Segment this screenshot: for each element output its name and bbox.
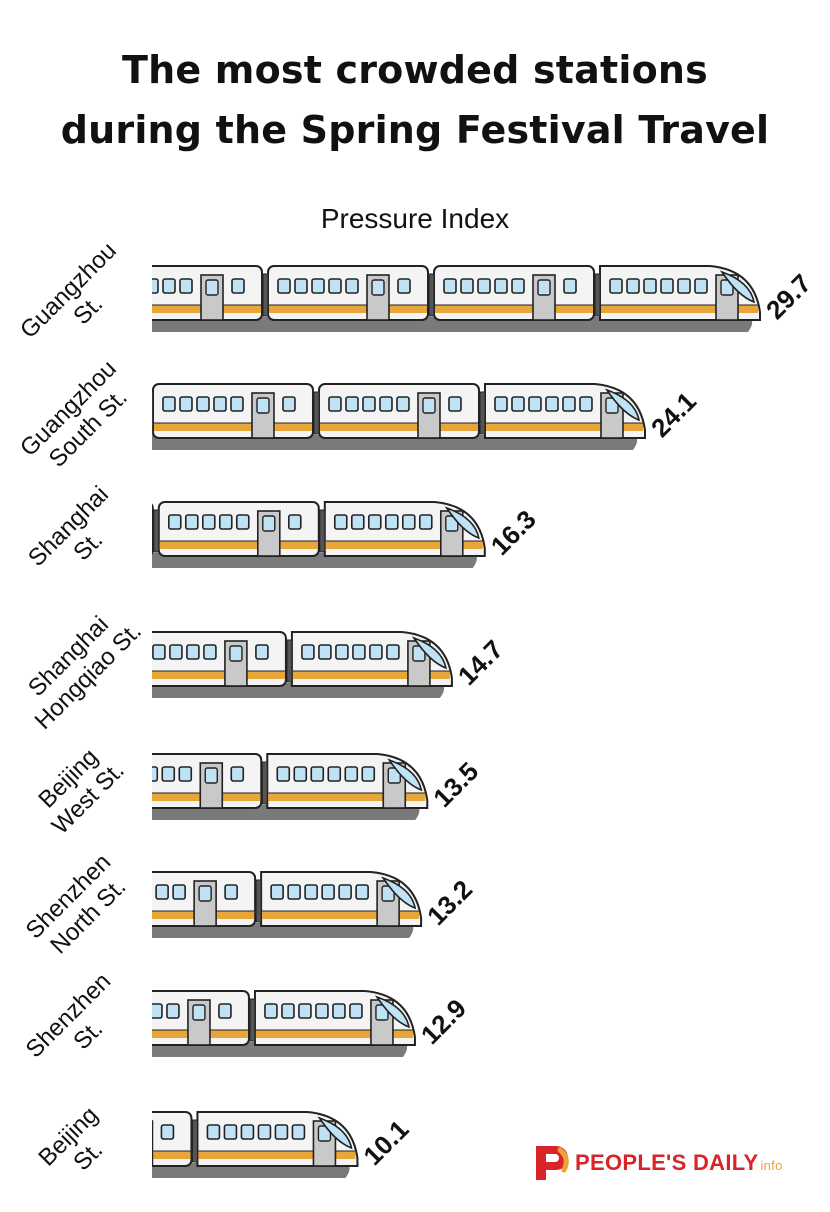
train-front-car bbox=[479, 383, 646, 439]
bars-group: 29.7 GuangzhouSt. 24.1 GuangzhouSouth St. 16… bbox=[0, 237, 817, 1191]
train-car bbox=[152, 753, 263, 809]
category-label: BeijingSt. bbox=[33, 1101, 123, 1191]
bar bbox=[152, 990, 416, 1057]
train-front-car bbox=[319, 501, 486, 557]
value-label: 14.7 bbox=[452, 634, 509, 691]
category-label: ShenzhenNorth St. bbox=[21, 849, 136, 964]
train-front-car bbox=[191, 1111, 359, 1167]
value-label: 13.5 bbox=[427, 756, 484, 813]
train-car bbox=[313, 383, 480, 439]
category-label: ShenzhenSt. bbox=[21, 968, 136, 1083]
train-car bbox=[152, 631, 287, 687]
category-label: BeijingWest St. bbox=[27, 737, 130, 840]
logo-text: PEOPLE'S DAILY bbox=[575, 1150, 759, 1175]
train-car bbox=[152, 871, 257, 927]
chart-title-line-1: The most crowded stations bbox=[122, 48, 708, 92]
value-label: 10.1 bbox=[357, 1114, 414, 1171]
chart-title: The most crowded stations during the Spr… bbox=[0, 40, 830, 160]
value-label: 24.1 bbox=[645, 386, 702, 443]
train-car bbox=[153, 501, 320, 557]
train-front-car bbox=[255, 871, 423, 927]
category-label: GuangzhouSouth St. bbox=[15, 355, 142, 482]
bar bbox=[0, 1111, 359, 1178]
bar bbox=[152, 383, 646, 450]
category-label: ShanghaiSt. bbox=[23, 481, 134, 592]
bar bbox=[152, 265, 761, 332]
peoples-daily-logo-icon bbox=[536, 1146, 569, 1180]
value-label: 13.2 bbox=[421, 874, 478, 931]
bar bbox=[152, 501, 486, 568]
train-front-car bbox=[249, 990, 416, 1046]
train-car bbox=[152, 503, 154, 555]
train-car bbox=[428, 265, 595, 321]
value-label: 16.3 bbox=[485, 504, 542, 561]
x-axis-label: Pressure Index bbox=[321, 203, 509, 234]
train-car bbox=[152, 990, 250, 1046]
train-car bbox=[152, 265, 263, 321]
train-car bbox=[262, 265, 429, 321]
chart-title-line-2: during the Spring Festival Travel bbox=[60, 108, 770, 152]
logo-suffix: info bbox=[760, 1158, 783, 1173]
train-car bbox=[152, 383, 314, 439]
value-label: 12.9 bbox=[415, 993, 472, 1050]
bar bbox=[152, 753, 429, 820]
value-label: 29.7 bbox=[760, 268, 817, 325]
train-front-car bbox=[594, 265, 761, 321]
bar bbox=[152, 871, 423, 938]
train-car bbox=[0, 1112, 25, 1166]
train-front-car bbox=[261, 753, 429, 809]
bar bbox=[152, 631, 453, 698]
train-car bbox=[152, 1111, 193, 1167]
train-front-car bbox=[286, 631, 453, 687]
category-label: GuangzhouSt. bbox=[15, 237, 142, 364]
category-label: ShanghaiHongqiao St. bbox=[10, 598, 147, 735]
